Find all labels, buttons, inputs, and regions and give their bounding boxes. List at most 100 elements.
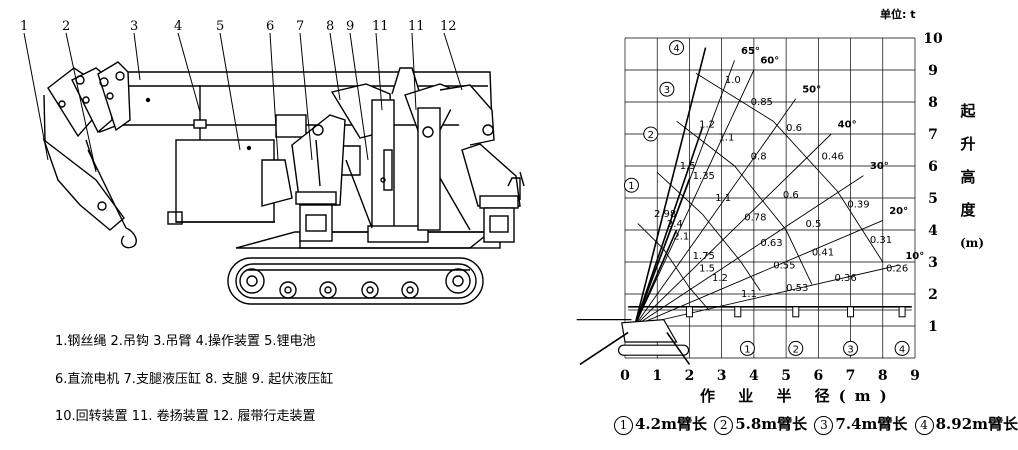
arm-marker-number: 3 <box>664 85 670 96</box>
capacity-label: 1.1 <box>715 193 731 204</box>
part-leader-line <box>411 32 417 111</box>
part-number-label: 6 <box>266 19 274 34</box>
boom-angle-line <box>634 175 864 327</box>
part-number-label: 1 <box>20 19 28 34</box>
arm-4-circle: 4 <box>914 415 934 435</box>
capacity-label: 0.36 <box>834 273 856 284</box>
capacity-label: 0.5 <box>805 219 821 230</box>
y-tick-label: 10 <box>923 31 943 47</box>
battery-box <box>175 139 275 223</box>
arm-axis-marker-circle <box>894 340 910 356</box>
boom-angle-label: 50° <box>802 84 821 95</box>
y-tick-label: 8 <box>928 95 938 111</box>
boom-angle-line <box>634 264 899 327</box>
arm-marker-circle <box>623 177 639 193</box>
arm-axis-marker-number: 4 <box>899 344 905 355</box>
capacity-label: 0.6 <box>783 190 799 201</box>
capacity-label: 0.26 <box>886 264 908 275</box>
part-leader-line <box>329 32 341 101</box>
part-leader-line <box>269 32 279 161</box>
y-tick-label: 3 <box>928 255 938 271</box>
part-number-label: 12 <box>440 19 457 34</box>
unit-label: 单位: t <box>880 8 916 21</box>
part-number-label: 5 <box>216 19 224 34</box>
boom-angle-label: 20° <box>889 206 908 217</box>
part-leader-line <box>349 32 369 161</box>
part-number-label: 4 <box>174 19 182 34</box>
x-tick-label: 7 <box>846 368 856 384</box>
boom-angle-line <box>634 69 755 327</box>
legend-line-1: 1.钢丝绳 2.吊钩 3.吊臂 4.操作装置 5.锂电池 <box>55 334 316 349</box>
boom-section-joint <box>847 306 855 318</box>
arm-boom-line <box>633 47 707 327</box>
arm-1-text: 4.2m臂长 <box>635 415 707 433</box>
y-axis-title: 起 升 高 度 (m) <box>960 95 985 260</box>
chart-crane-body <box>621 318 678 343</box>
boom-angle-label: 10° <box>905 251 924 262</box>
crawler-track <box>227 257 484 305</box>
chart-crane-outrigger <box>579 331 629 366</box>
part-number-label: 11 <box>372 19 389 34</box>
x-tick-label: 9 <box>910 368 920 384</box>
x-tick-label: 0 <box>620 368 630 384</box>
y-axis-title-char: 升 <box>960 135 976 153</box>
capacity-label: 1.5 <box>680 161 696 172</box>
arm-axis-marker-number: 1 <box>744 344 750 355</box>
boom-section-joint <box>685 306 693 318</box>
arm-2-text: 5.8m臂长 <box>735 415 808 433</box>
hook-envelope-line <box>676 120 813 285</box>
arm-4-text: 8.92m臂长 <box>935 415 1018 433</box>
capacity-label: 1.0 <box>725 75 741 86</box>
boom-section-joint <box>734 306 742 318</box>
x-tick-label: 2 <box>685 368 695 384</box>
part-number-label: 8 <box>326 19 334 34</box>
boom-section-joint <box>792 306 800 318</box>
arm-3-text: 7.4m臂长 <box>835 415 908 433</box>
capacity-label: 0.41 <box>812 248 834 259</box>
part-number-label: 9 <box>346 19 354 34</box>
y-tick-label: 2 <box>928 287 938 303</box>
x-tick-label: 6 <box>813 368 823 384</box>
capacity-label: 2.98 <box>654 209 676 220</box>
spider-crane-drawing <box>42 61 525 305</box>
capacity-label: 0.63 <box>760 238 782 249</box>
capacity-label: 1.75 <box>693 251 715 262</box>
y-tick-label: 9 <box>928 63 938 79</box>
capacity-label: 2.4 <box>667 219 683 230</box>
chart-crane-outrigger <box>666 331 691 365</box>
arm-axis-marker-circle <box>843 340 859 356</box>
capacity-label: 0.46 <box>822 152 844 163</box>
y-axis-title-char: 高 <box>960 168 976 186</box>
boom-angle-label: 40° <box>838 120 857 131</box>
capacity-label: 0.85 <box>751 97 773 108</box>
part-leader-line <box>177 32 201 113</box>
x-tick-label: 8 <box>878 368 888 384</box>
capacity-label: 0.78 <box>744 212 766 223</box>
arm-3-circle: 3 <box>814 415 834 435</box>
capacity-label: 0.6 <box>786 123 802 134</box>
capacity-label: 0.53 <box>786 283 808 294</box>
capacity-label: 0.31 <box>870 235 892 246</box>
y-tick-label: 7 <box>928 127 938 143</box>
y-tick-label: 6 <box>928 159 938 175</box>
capacity-label: 1.1 <box>741 289 757 300</box>
part-leader-line <box>23 32 49 161</box>
y-axis-title-char: (m) <box>960 236 985 250</box>
chart-crane-track <box>617 344 690 356</box>
boom-angle-label: 30° <box>870 161 889 172</box>
boom-angle-line <box>634 219 883 327</box>
arm-2-circle: 2 <box>714 415 734 435</box>
capacity-label: 0.39 <box>847 200 869 211</box>
part-number-label: 2 <box>62 19 70 34</box>
part-leader-line <box>443 32 463 91</box>
capacity-label: 1.35 <box>693 171 715 182</box>
arm-axis-marker-circle <box>788 340 804 356</box>
arm-axis-marker-circle <box>739 340 755 356</box>
track-rollers <box>239 268 471 299</box>
arm-marker-circle <box>659 81 675 97</box>
arm-marker-circle <box>669 40 685 56</box>
part-number-label: 7 <box>296 19 304 34</box>
